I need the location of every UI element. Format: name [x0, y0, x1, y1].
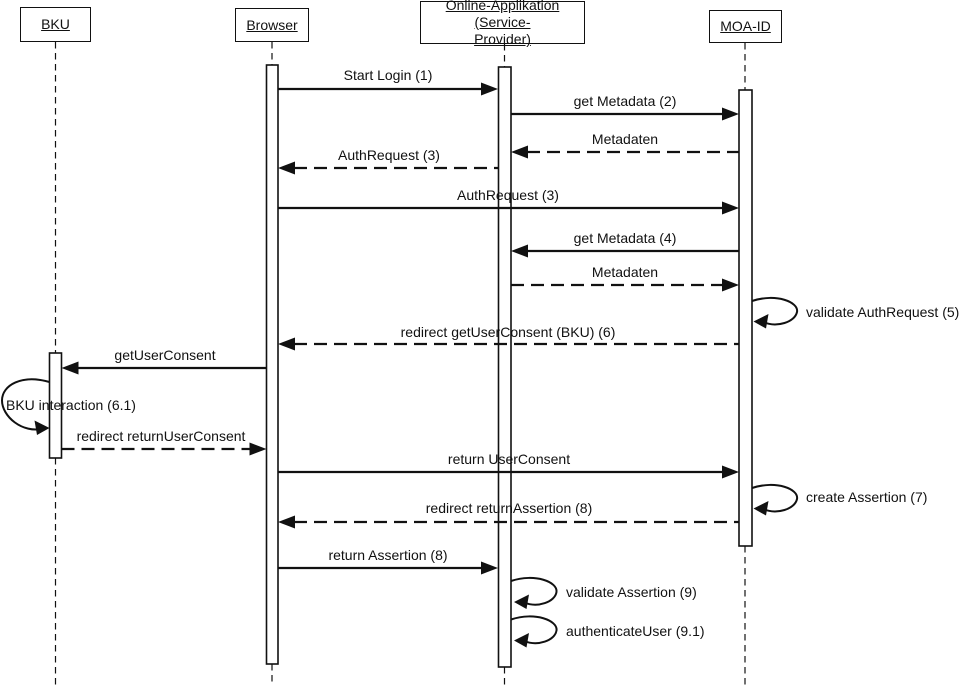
activation-bar-bku [48, 352, 63, 459]
message-label-validate-assertion: validate Assertion (9) [566, 584, 697, 600]
participant-box-online-app: Online-Applikation (Service- Provider) [420, 0, 585, 47]
arrow-start-login [278, 82, 498, 96]
message-label-getuserconsent: getUserConsent [114, 347, 216, 363]
arrow-authrequest-forward [278, 201, 739, 215]
message-label-authenticateuser: authenticateUser (9.1) [566, 623, 705, 639]
message-label-metadaten-1: Metadaten [591, 131, 659, 147]
message-label-redirect-getuserconsent: redirect getUserConsent (BKU) (6) [400, 324, 616, 340]
message-label-bku-interaction: BKU interaction (6.1) [6, 397, 136, 413]
message-label-create-assertion: create Assertion (7) [806, 489, 928, 505]
arrow-metadaten-2 [511, 278, 739, 292]
participant-box-browser: Browser [235, 8, 309, 42]
arrow-return-userconsent [278, 465, 739, 479]
message-label-validate-authrequest: validate AuthRequest (5) [806, 304, 960, 320]
self-loop-authenticateuser [510, 615, 558, 648]
message-label-return-userconsent: return UserConsent [447, 451, 571, 467]
message-label-return-assertion: return Assertion (8) [328, 547, 448, 563]
participant-label-bku: BKU [41, 16, 70, 32]
self-loop-create-assertion [751, 483, 799, 516]
participant-label-online-app: Online-Applikation (Service- Provider) [445, 0, 560, 47]
message-label-get-metadata-4: get Metadata (4) [573, 230, 677, 246]
self-loop-validate-assertion [510, 576, 558, 609]
arrow-return-assertion [278, 561, 498, 575]
message-label-get-metadata-2: get Metadata (2) [573, 93, 677, 109]
message-label-authrequest-redirect: AuthRequest (3) [338, 147, 440, 163]
activation-bar-moa-id [738, 89, 753, 547]
participant-box-bku: BKU [20, 7, 91, 42]
activation-bar-online-app [497, 66, 512, 668]
arrow-redirect-returnassertion [278, 515, 739, 529]
arrow-redirect-getuserconsent [278, 337, 739, 351]
arrow-get-metadata-4 [511, 244, 739, 258]
message-label-metadaten-2: Metadaten [591, 264, 659, 280]
arrow-get-metadata-2 [511, 107, 739, 121]
participant-label-moa-id: MOA-ID [720, 18, 771, 34]
message-label-start-login: Start Login (1) [343, 67, 433, 83]
participant-box-moa-id: MOA-ID [709, 10, 782, 43]
self-loop-bku-interaction [0, 378, 50, 435]
message-label-redirect-returnassertion: redirect returnAssertion (8) [425, 500, 593, 516]
arrow-getuserconsent [61, 361, 267, 375]
self-loop-validate-authrequest [751, 296, 799, 329]
arrow-authrequest-redirect [278, 161, 498, 175]
activation-bar-browser [265, 64, 279, 665]
arrow-redirect-returnuserconsent [61, 442, 267, 456]
message-label-authrequest-forward: AuthRequest (3) [457, 187, 559, 203]
message-label-redirect-returnuserconsent: redirect returnUserConsent [76, 428, 246, 444]
arrow-metadaten-1 [511, 145, 739, 159]
participant-label-browser: Browser [246, 16, 298, 33]
